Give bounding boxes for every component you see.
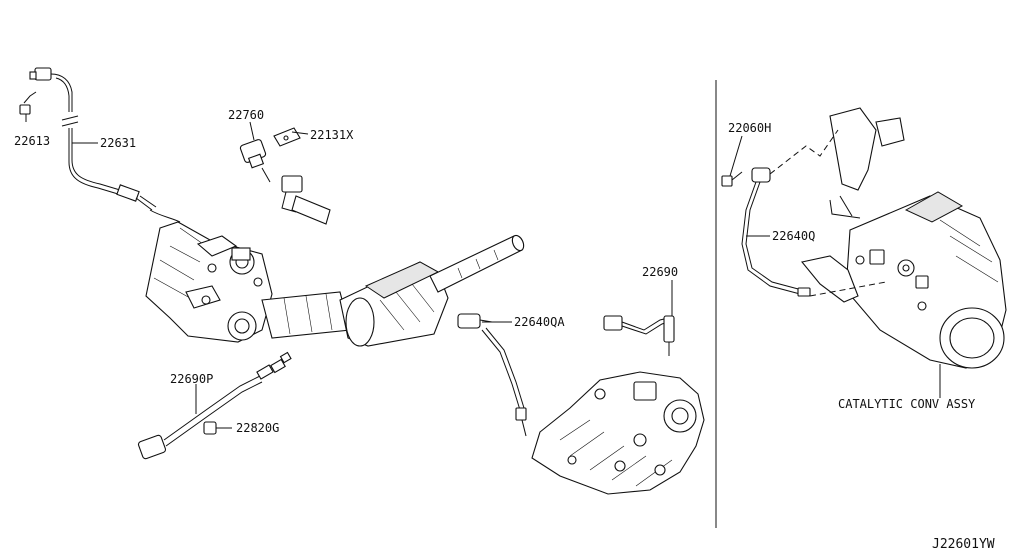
- rear-converter: [339, 234, 525, 347]
- sensor-22690p[interactable]: [137, 351, 292, 460]
- label-22631: 22631: [100, 136, 136, 150]
- engine-block: [531, 371, 705, 495]
- bracket-22131x[interactable]: [273, 127, 301, 147]
- exhaust-temp-sensor-22631[interactable]: [29, 67, 181, 223]
- label-22640q: 22640Q: [772, 229, 815, 243]
- dpf-assembly: [145, 221, 351, 343]
- pressure-hose: [281, 175, 331, 225]
- label-22820g: 22820G: [236, 421, 279, 435]
- label-22640qa: 22640QA: [514, 315, 565, 329]
- clip-22613[interactable]: [19, 91, 37, 115]
- catalytic-conv-assy[interactable]: [801, 107, 1007, 392]
- label-22060h: 22060H: [728, 121, 771, 135]
- diagram-id: J22601YW: [932, 537, 995, 552]
- label-22690: 22690: [642, 265, 678, 279]
- label-catalytic-conv-assy: CATALYTIC CONV ASSY: [838, 397, 976, 411]
- sensor-22690[interactable]: [603, 315, 675, 356]
- temp-sensor-22640q[interactable]: [741, 167, 887, 297]
- label-22760: 22760: [228, 108, 264, 122]
- guide-dashed: [769, 129, 839, 175]
- pressure-sensor-22760[interactable]: [239, 139, 271, 183]
- temp-sensor-22640qa[interactable]: [457, 313, 527, 437]
- clip-22820g[interactable]: [203, 421, 217, 435]
- label-22131x: 22131X: [310, 128, 354, 142]
- leader-lines: [25, 114, 941, 429]
- clip-22060h[interactable]: [721, 171, 743, 187]
- label-22690p: 22690P: [170, 372, 213, 386]
- label-22613: 22613: [14, 134, 50, 148]
